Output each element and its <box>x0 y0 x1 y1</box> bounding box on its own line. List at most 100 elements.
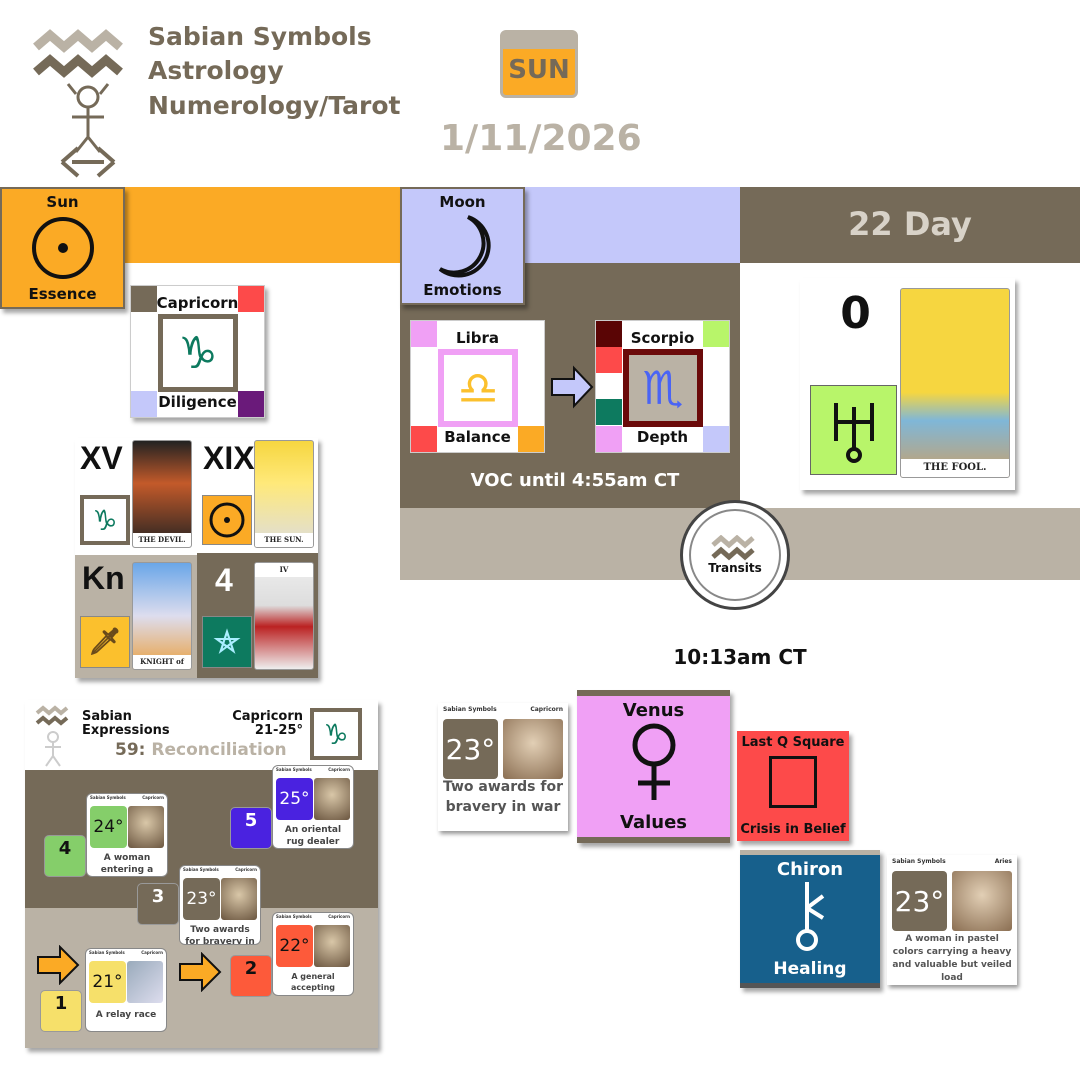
app-title-line: Sabian Symbols <box>148 22 372 51</box>
pentacle-icon: ⛤ <box>202 616 252 668</box>
tarot-card-caption: THE SUN. <box>255 533 313 547</box>
moon-glyph-icon <box>438 215 491 278</box>
capricorn-icon: ♑ <box>310 708 362 760</box>
planet-name: Moon <box>439 193 486 211</box>
sun-card[interactable]: Sun Essence <box>0 187 125 309</box>
arrow-right-icon <box>36 944 80 989</box>
logo-icon <box>35 705 75 779</box>
day-label: 22 Day <box>848 205 972 243</box>
symbol-text: A woman in pastel colors carrying a heav… <box>892 934 1012 983</box>
venus-glyph-icon <box>632 723 675 800</box>
tarot-card-devil[interactable]: THE DEVIL. <box>132 440 192 548</box>
uranus-icon <box>810 385 897 475</box>
calendar-icon: SUN <box>500 30 578 98</box>
sabian-theme: 59: Reconciliation <box>115 740 287 760</box>
sabian-title-line: Sabian <box>82 709 132 724</box>
step-badge: 5 <box>230 807 272 849</box>
sabian-theme-name: Reconciliation <box>151 740 287 760</box>
step-badge: 2 <box>230 955 272 997</box>
sign-name: Scorpio <box>630 329 695 347</box>
step-badge: 3 <box>137 883 179 925</box>
sabian-title-line: Expressions <box>82 723 170 738</box>
moon-from-sign-card[interactable]: Libra ♎ Balance <box>410 320 545 453</box>
capricorn-icon: ♑ <box>158 314 238 392</box>
symbol-text: A general accepting defeat gracefully <box>290 972 336 995</box>
tarot-card-fool[interactable]: THE FOOL. <box>900 288 1010 478</box>
capricorn-icon: ♑ <box>80 495 130 545</box>
sun-sign-card[interactable]: Capricorn ♑ Diligence <box>130 285 265 418</box>
tarot-card-sun[interactable]: THE SUN. <box>254 440 314 548</box>
date-label: 1/11/2026 <box>440 118 642 159</box>
sword-icon: 🗡 <box>80 616 130 668</box>
tarot-card-caption: THE DEVIL. <box>133 533 191 547</box>
day-number: 0 <box>840 288 871 339</box>
degree: 21° <box>89 961 126 1003</box>
planet-keyword: Values <box>620 812 687 833</box>
day-band <box>740 187 1080 263</box>
planet-name: Venus <box>622 700 685 721</box>
degree: 24° <box>90 806 127 848</box>
aspect-keyword: Crisis in Belief <box>740 822 846 837</box>
transits-label: Transits <box>708 561 762 575</box>
sign-keyword: Diligence <box>158 393 237 411</box>
planet-name: Chiron <box>776 859 844 880</box>
arrow-right-icon <box>550 365 594 413</box>
degree: 25° <box>276 778 313 820</box>
planet-keyword: Healing <box>773 959 847 979</box>
planet-name: Sun <box>46 193 79 211</box>
planet-keyword: Essence <box>28 285 97 303</box>
moon-card[interactable]: Moon Emotions <box>400 187 525 305</box>
logo-icon <box>711 535 755 561</box>
tarot-card-four-of-pentacles[interactable]: IV <box>254 562 314 670</box>
degree: 23° <box>443 719 498 779</box>
symbol-text: A relay race <box>95 1010 157 1020</box>
chiron-glyph-icon <box>796 882 825 951</box>
step-badge: 1 <box>40 990 82 1032</box>
scorpio-icon: ♏ <box>623 349 703 427</box>
sign-name: Capricorn <box>156 294 239 312</box>
tarot-card-caption: IV <box>255 563 313 577</box>
sabian-sign-range: Capricorn 21-25° <box>215 710 303 738</box>
tarot-numeral: 4 <box>215 562 233 598</box>
sign-keyword: Balance <box>444 428 511 446</box>
degree: 23° <box>892 871 947 931</box>
tarot-numeral: XIX <box>203 440 255 476</box>
step-badge: 4 <box>44 835 86 877</box>
sign-name: Libra <box>456 329 499 347</box>
transits-badge: Transits <box>680 500 790 610</box>
degree: 22° <box>276 925 313 967</box>
chiron-card[interactable]: Chiron Healing <box>740 850 880 988</box>
aspect-card[interactable]: Last Q Square Crisis in Belief <box>737 731 849 841</box>
tarot-card-knight-of-swords[interactable]: KNIGHT of SWORDS. <box>132 562 192 670</box>
tarot-card-caption: KNIGHT of SWORDS. <box>133 655 191 669</box>
app-title-line: Numerology/Tarot <box>148 91 401 120</box>
sabian-title: Sabian Expressions <box>82 710 170 738</box>
symbol-text: Two awards for bravery in war <box>442 779 563 815</box>
logo-icon <box>33 29 123 178</box>
symbol-text: A woman entering a convent <box>100 853 154 875</box>
sabian-sign: Capricorn <box>232 709 303 724</box>
square-icon <box>769 756 817 808</box>
sun-glyph-icon <box>202 495 252 545</box>
degree: 23° <box>183 878 220 920</box>
moon-to-sign-card[interactable]: Scorpio ♏ Depth <box>595 320 730 453</box>
transit-time: 10:13am CT <box>673 645 807 669</box>
sun-glyph-icon <box>31 217 94 279</box>
tarot-numeral: XV <box>80 440 123 476</box>
sabian-number: 59: <box>115 740 146 760</box>
aspect-name: Last Q Square <box>741 735 845 750</box>
tarot-numeral: Kn <box>82 560 125 596</box>
sign-keyword: Depth <box>636 428 689 446</box>
venus-card[interactable]: Venus Values <box>577 690 730 843</box>
weekday-label: SUN <box>508 55 570 85</box>
symbol-text: Two awards for bravery in war <box>185 925 255 945</box>
app-title-line: Astrology <box>148 56 284 85</box>
symbol-text: An oriental rug dealer <box>284 825 342 847</box>
